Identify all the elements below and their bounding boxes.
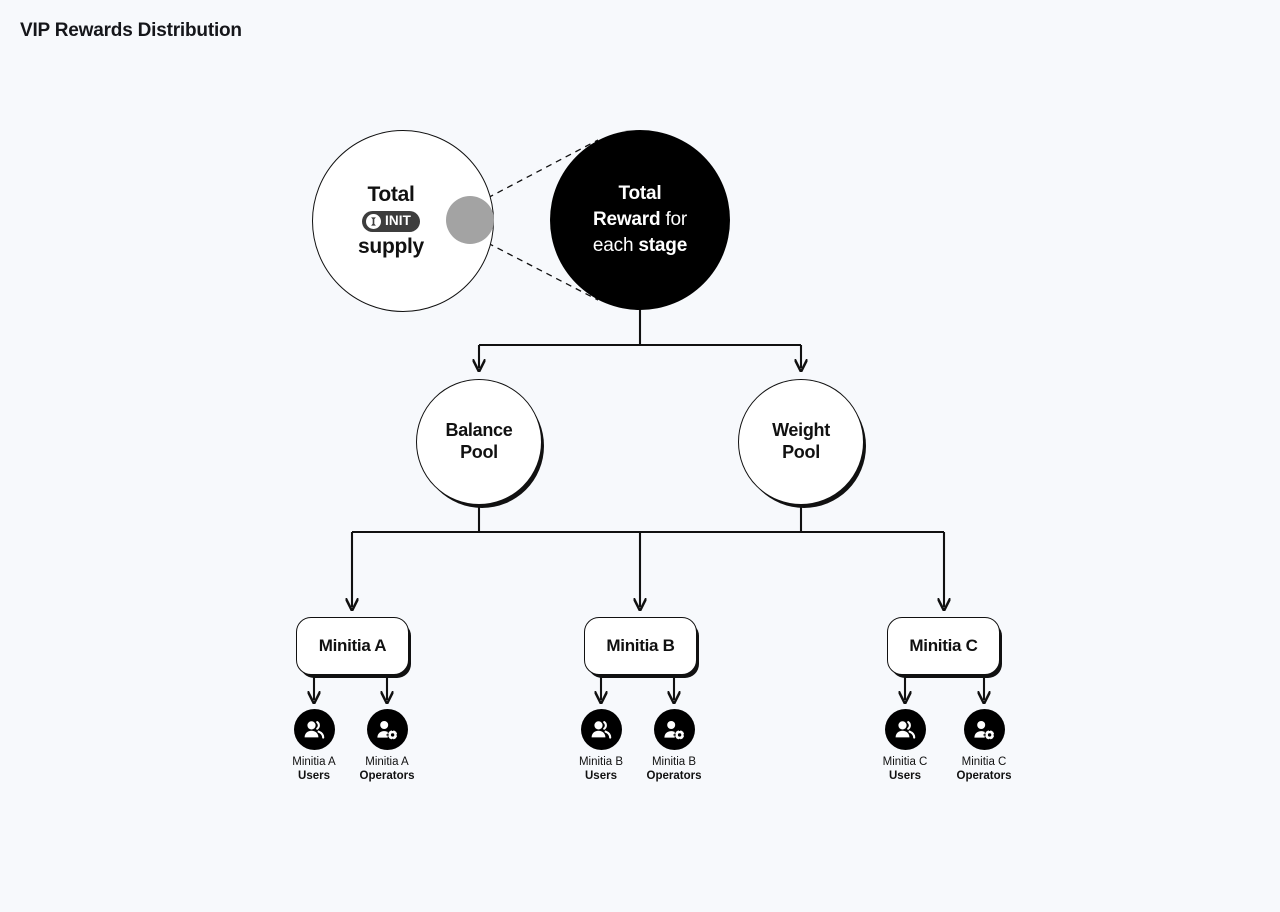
minitia-to-leaves-connectors — [314, 675, 984, 700]
balance-pool-label: Balance Pool — [446, 420, 513, 463]
minitia-c-box[interactable]: Minitia C — [887, 617, 1000, 675]
caption-line-1: Minitia A — [365, 756, 409, 768]
weight-pool-node[interactable]: Weight Pool — [738, 379, 864, 505]
total-reward-label: Total Reward for each stage — [575, 181, 705, 260]
minitia-c-operators-node[interactable]: Minitia C Operators — [929, 709, 1039, 783]
minitia-a-box[interactable]: Minitia A — [296, 617, 409, 675]
balance-pool-line-1: Balance — [445, 420, 513, 441]
minitia-b-operators-caption: Minitia B Operators — [647, 756, 702, 783]
caption-line-2: Operators — [956, 769, 1012, 782]
total-supply-content: Total INIT supply — [358, 183, 424, 260]
minitia-a-label: Minitia A — [318, 636, 387, 655]
minitia-b-users-caption: Minitia B Users — [579, 756, 623, 783]
caption-line-1: Minitia B — [578, 756, 624, 768]
reward-to-pools-connector — [479, 310, 801, 368]
reward-word-total: Total — [618, 182, 662, 204]
total-supply-line-1: Total — [367, 182, 415, 206]
reward-word-reward: Reward — [592, 208, 661, 230]
minitia-b-users-node[interactable]: Minitia B Users — [546, 709, 656, 783]
init-token-icon — [366, 213, 382, 229]
caption-line-2: Users — [889, 769, 921, 782]
minitia-a-operators-caption: Minitia A Operators — [360, 756, 415, 783]
balance-pool-line-2: Pool — [460, 442, 498, 462]
minitia-c-label: Minitia C — [909, 636, 978, 655]
caption-line-2: Operators — [359, 769, 415, 782]
init-token-badge[interactable]: INIT — [362, 210, 420, 232]
weight-pool-line-2: Pool — [782, 442, 820, 462]
weight-pool-label: Weight Pool — [772, 420, 830, 463]
minitia-c-users-caption: Minitia C Users — [883, 756, 928, 783]
supply-highlight-segment — [446, 196, 494, 244]
caption-line-2: Users — [298, 769, 330, 782]
init-token-label: INIT — [385, 213, 411, 229]
balance-pool-node[interactable]: Balance Pool — [416, 379, 542, 505]
caption-line-1: Minitia C — [882, 756, 928, 768]
total-supply-node[interactable]: Total INIT supply — [312, 130, 494, 312]
pools-to-minitias-connector — [352, 505, 944, 607]
total-supply-line-2: supply — [358, 234, 424, 258]
total-reward-node[interactable]: Total Reward for each stage — [550, 130, 730, 310]
reward-word-for: for — [665, 208, 688, 230]
minitia-a-users-node[interactable]: Minitia A Users — [259, 709, 369, 783]
caption-line-1: Minitia C — [961, 756, 1007, 768]
users-icon — [884, 709, 926, 750]
caption-line-2: Users — [585, 769, 617, 782]
operators-icon — [366, 709, 408, 750]
reward-word-each: each — [592, 235, 634, 257]
minitia-c-operators-caption: Minitia C Operators — [957, 756, 1012, 783]
minitia-a-operators-node[interactable]: Minitia A Operators — [332, 709, 442, 783]
reward-word-stage: stage — [638, 235, 688, 257]
page-title: VIP Rewards Distribution — [20, 20, 242, 41]
operators-icon — [653, 709, 695, 750]
caption-line-2: Operators — [646, 769, 702, 782]
operators-icon — [963, 709, 1005, 750]
minitia-b-box[interactable]: Minitia B — [584, 617, 697, 675]
users-icon — [293, 709, 335, 750]
caption-line-1: Minitia A — [292, 756, 336, 768]
caption-line-1: Minitia B — [651, 756, 697, 768]
minitia-a-users-caption: Minitia A Users — [292, 756, 335, 783]
minitia-b-operators-node[interactable]: Minitia B Operators — [619, 709, 729, 783]
callout-dashed-lines — [477, 139, 599, 301]
minitia-b-label: Minitia B — [606, 636, 675, 655]
minitia-c-users-node[interactable]: Minitia C Users — [850, 709, 960, 783]
users-icon — [580, 709, 622, 750]
weight-pool-line-1: Weight — [772, 420, 830, 441]
